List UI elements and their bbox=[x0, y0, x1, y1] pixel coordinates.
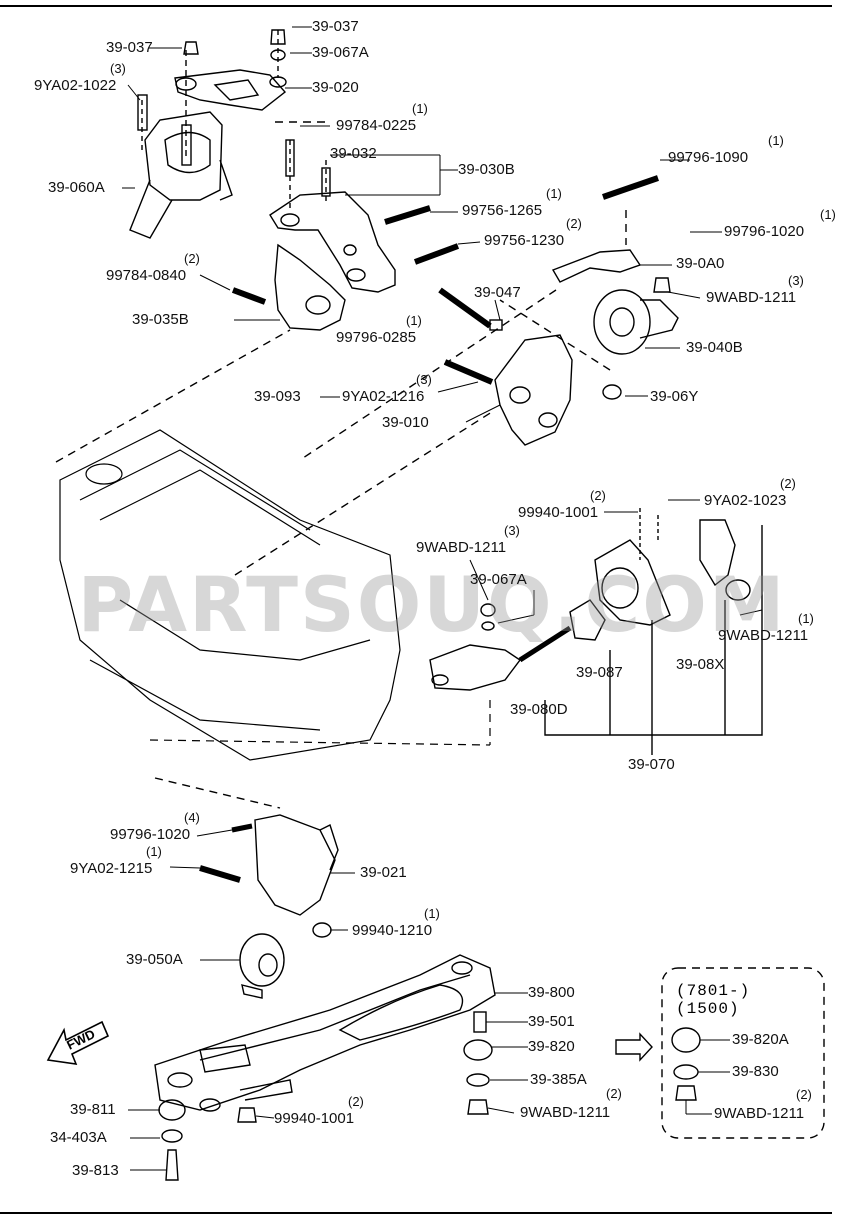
callout-part-number: 9WABD-1211 bbox=[520, 1104, 611, 1121]
callout-part-number: 99796-1090 bbox=[668, 149, 749, 166]
bracket-39-035b bbox=[274, 243, 346, 331]
variant-note-line-2: (1500) bbox=[676, 1000, 740, 1018]
callout-part-number: 39-093 bbox=[254, 388, 301, 405]
bracket-39-0a0 bbox=[551, 249, 642, 283]
callout-part-number: 39-050A bbox=[126, 951, 183, 968]
callout-part-number: 39-021 bbox=[360, 864, 407, 881]
callout-part-number: 39-08X bbox=[676, 656, 725, 673]
callout-quantity: (3) bbox=[110, 61, 126, 76]
callout-part-number: 39-030B bbox=[458, 161, 515, 178]
callout-quantity: (1) bbox=[820, 207, 836, 222]
callout-quantity: (2) bbox=[590, 488, 606, 503]
callout-part-number: 39-070 bbox=[628, 756, 675, 773]
callout-part-number: 39-037 bbox=[312, 18, 359, 35]
callout-part-number: 39-037 bbox=[106, 39, 153, 56]
callout-part-number: 99756-1230 bbox=[484, 232, 565, 249]
callout-part-number: 9WABD-1211 bbox=[706, 289, 797, 306]
callout-part-number: 39-820A bbox=[732, 1031, 789, 1048]
dashed-leaders-top bbox=[55, 121, 627, 576]
callout-part-number: 39-087 bbox=[576, 664, 623, 681]
bracket-39-010 bbox=[438, 287, 622, 446]
callout-part-number: 39-820 bbox=[528, 1038, 575, 1055]
callout-part-number: 39-06Y bbox=[650, 388, 699, 405]
callout-part-number: 39-080D bbox=[510, 701, 568, 718]
callout-quantity: (3) bbox=[788, 273, 804, 288]
callout-part-number: 39-067A bbox=[312, 44, 369, 61]
small-parts-right bbox=[158, 1011, 493, 1181]
callout-part-number: 99796-1020 bbox=[724, 223, 805, 240]
callout-part-number: 39-040B bbox=[686, 339, 743, 356]
leader-lines bbox=[122, 26, 763, 1171]
callout-part-number: 39-811 bbox=[70, 1101, 116, 1118]
callout-part-number: 39-813 bbox=[72, 1162, 119, 1179]
callout-part-number: 99940-1001 bbox=[518, 504, 599, 521]
callout-quantity: (2) bbox=[606, 1086, 622, 1101]
callout-part-number: 39-020 bbox=[312, 79, 359, 96]
bracket-39-020 bbox=[174, 29, 287, 111]
bracket-39-030b bbox=[269, 139, 396, 293]
callout-quantity: (2) bbox=[184, 251, 200, 266]
callout-part-number: 99940-1001 bbox=[274, 1110, 355, 1127]
callout-part-number: 99784-0225 bbox=[336, 117, 417, 134]
fwd-arrow bbox=[46, 1020, 110, 1065]
callout-quantity: (1) bbox=[406, 313, 422, 328]
callout-quantity: (2) bbox=[348, 1094, 364, 1109]
bracket-39-021 bbox=[154, 777, 339, 938]
callout-quantity: (1) bbox=[546, 186, 562, 201]
callout-part-number: 39-010 bbox=[382, 414, 429, 431]
callout-quantity: (4) bbox=[184, 810, 200, 825]
mount-39-050a bbox=[239, 933, 285, 999]
mount-39-040b bbox=[593, 277, 679, 355]
engine-mount-39-060a bbox=[129, 50, 233, 239]
callout-part-number: 39-067A bbox=[470, 571, 527, 588]
variant-box bbox=[661, 967, 825, 1139]
callout-part-number: 9WABD-1211 bbox=[714, 1105, 805, 1122]
callout-quantity: (1) bbox=[798, 611, 814, 626]
callout-quantity: (1) bbox=[768, 133, 784, 148]
crossmember-39-800 bbox=[154, 954, 496, 1112]
callout-part-number: 39-385A bbox=[530, 1071, 587, 1088]
callout-quantity: (1) bbox=[424, 906, 440, 921]
callout-quantity: (2) bbox=[796, 1087, 812, 1102]
callout-quantity: (3) bbox=[504, 523, 520, 538]
callout-part-number: 39-800 bbox=[528, 984, 575, 1001]
variant-parts bbox=[615, 1027, 701, 1101]
callout-quantity: (1) bbox=[146, 844, 162, 859]
callout-part-number: 9WABD-1211 bbox=[718, 627, 809, 644]
bottom-border bbox=[0, 1212, 832, 1214]
callout-part-number: 39-501 bbox=[528, 1013, 575, 1030]
callout-quantity: (3) bbox=[416, 372, 432, 387]
callout-part-number: 9WABD-1211 bbox=[416, 539, 507, 556]
callout-quantity: (2) bbox=[566, 216, 582, 231]
callout-part-number: 9YA02-1023 bbox=[704, 492, 787, 509]
callout-part-number: 9YA02-1022 bbox=[34, 77, 117, 94]
callout-part-number: 39-0A0 bbox=[676, 255, 725, 272]
callout-part-number: 99796-1020 bbox=[110, 826, 191, 843]
callout-part-number: 9YA02-1215 bbox=[70, 860, 153, 877]
callout-quantity: (2) bbox=[780, 476, 796, 491]
variant-note-line-1: (7801-) bbox=[676, 982, 751, 1000]
callout-part-number: 99784-0840 bbox=[106, 267, 187, 284]
callout-part-number: 39-830 bbox=[732, 1063, 779, 1080]
callout-quantity: (1) bbox=[412, 101, 428, 116]
mount-assembly-39-070 bbox=[429, 508, 763, 755]
callout-part-number: 99940-1210 bbox=[352, 922, 433, 939]
callout-part-number: 39-032 bbox=[330, 145, 377, 162]
callout-part-number: 39-060A bbox=[48, 179, 105, 196]
callout-part-number: 39-035B bbox=[132, 311, 189, 328]
engine-block bbox=[59, 429, 491, 761]
callout-part-number: 99756-1265 bbox=[462, 202, 543, 219]
callout-part-number: 9YA02-1216 bbox=[342, 388, 425, 405]
callout-part-number: 39-047 bbox=[474, 284, 521, 301]
callout-part-number: 99796-0285 bbox=[336, 329, 417, 346]
top-border bbox=[0, 5, 832, 7]
callout-part-number: 34-403A bbox=[50, 1129, 107, 1146]
bolts-cluster-top bbox=[231, 175, 659, 305]
